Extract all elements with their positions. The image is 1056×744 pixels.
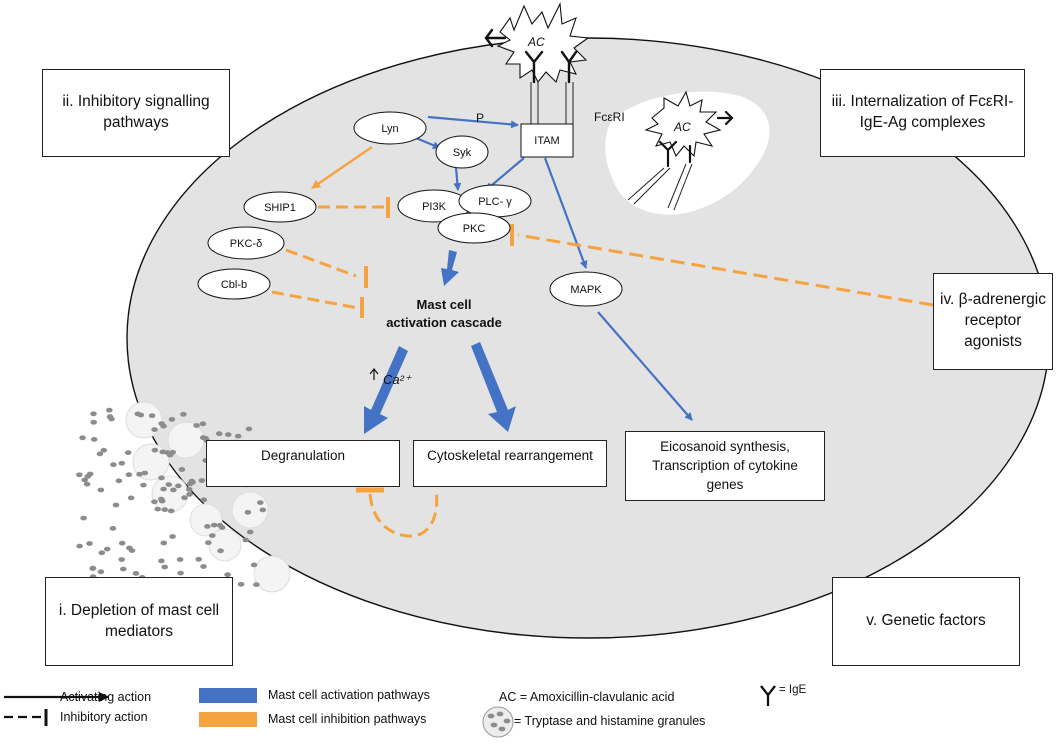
factor-beta-adrenergic: iv. β-adrenergic receptor agonists [933,273,1053,370]
svg-text:ITAM: ITAM [534,135,559,147]
node-lyn: Lyn [353,111,427,145]
antigen-label-top: AC [527,35,545,49]
node-pkc-delta: PKC-δ [207,226,285,260]
factor-depletion-of-mediators: i. Depletion of mast cell mediators [45,577,233,666]
svg-text:PKC-δ: PKC-δ [230,238,262,250]
node-itam: ITAM [520,123,574,158]
node-cbl-b: Cbl-b [197,268,271,300]
legend-inhibitory: Inhibitory action [60,710,148,724]
legend-ac-definition: AC = Amoxicillin-clavulanic acid [499,690,675,704]
node-pi3k: PI3K [397,189,471,223]
granules [76,401,291,593]
svg-text:PKC: PKC [463,223,486,235]
cascade-line-1: Mast cell [416,297,472,312]
legend-activating: Activating action [60,690,152,704]
eicosanoid-line-1: Eicosanoid synthesis, [660,439,790,454]
svg-text:SHIP1: SHIP1 [264,202,296,214]
svg-text:PI3K: PI3K [422,201,447,213]
node-pkc: PKC [437,212,511,244]
cascade-line-2: activation cascade [386,314,502,330]
svg-text:Ca²⁺: Ca²⁺ [383,372,412,387]
cytoskeletal-box: Cytoskeletal rearrangement [413,440,607,487]
svg-text:Lyn: Lyn [381,123,398,135]
eicosanoid-line-2: Transcription of cytokine [652,457,798,473]
legend-ige: = IgE [779,684,807,696]
phosphate-label: P [476,111,484,125]
ige-internalized [658,110,734,168]
node-plc-gamma: PLC- γ [458,184,532,218]
fceri-label: FcεRI [594,110,625,124]
factor-genetic: v. Genetic factors [832,577,1020,666]
svg-text:Syk: Syk [453,147,472,159]
inhibition-paths [271,146,934,538]
mast-cell-activation-cascade: Mast cell activation cascade [374,296,514,331]
node-syk: Syk [435,135,489,169]
svg-text:MAPK: MAPK [570,284,602,296]
eicosanoid-box: Eicosanoid synthesis, Transcription of c… [625,431,825,501]
legend-inhibition-pathways: Mast cell inhibition pathways [268,712,427,726]
thick-activation-arrows [364,250,516,434]
degranulation-box: Degranulation [206,440,400,487]
antigen-star-internalized [644,90,722,158]
factor-internalization: iii. Internalization of FcεRI-IgE-Ag com… [820,69,1025,157]
calcium-indicator: Ca²⁺ [369,368,412,387]
internalized-receptor [627,163,693,211]
svg-text:Cbl-b: Cbl-b [221,279,247,291]
svg-text:PLC- γ: PLC- γ [478,196,512,208]
eicosanoid-line-3: genes [706,476,744,492]
antigen-label-internalized: AC [673,120,691,134]
antigen-star-top [496,2,590,84]
ige-top [484,28,578,84]
legend-granules: = Tryptase and histamine granules [514,714,706,728]
legend-graphics [4,685,776,738]
node-mapk: MAPK [549,271,623,307]
legend-activation-pathways: Mast cell activation pathways [268,688,430,702]
factor-inhibitory-signalling: ii. Inhibitory signalling pathways [42,69,230,157]
node-ship1: SHIP1 [243,191,317,223]
